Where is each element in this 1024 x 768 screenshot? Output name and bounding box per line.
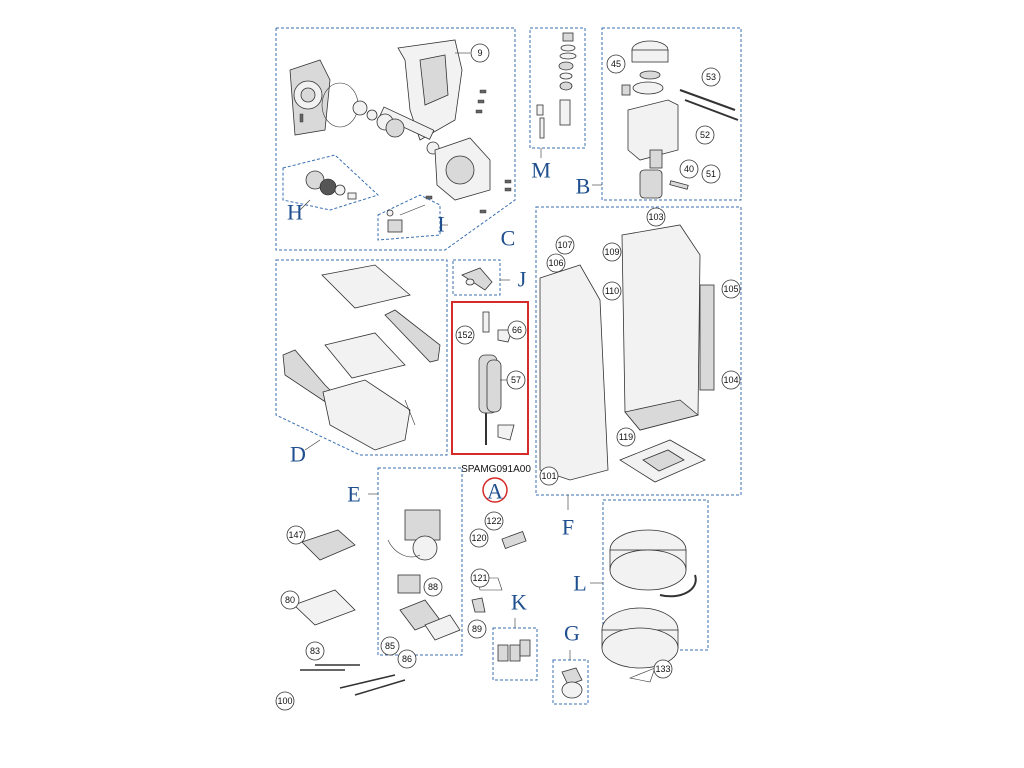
svg-text:104: 104 [723, 375, 738, 385]
svg-text:88: 88 [428, 582, 438, 592]
group-label-d: D [290, 442, 306, 467]
callout-101[interactable]: 101 [539, 466, 559, 486]
callout-103[interactable]: 103 [646, 207, 666, 227]
group-label-g: G [564, 621, 580, 646]
callout-52[interactable]: 52 [695, 125, 715, 145]
callout-100[interactable]: 100 [275, 691, 295, 711]
group-a-selected[interactable]: SPAMG091A00 A [451, 301, 531, 504]
svg-text:66: 66 [512, 325, 522, 335]
svg-text:107: 107 [557, 240, 572, 250]
svg-text:101: 101 [541, 471, 556, 481]
svg-text:80: 80 [285, 595, 295, 605]
callout-86[interactable]: 86 [397, 649, 417, 669]
svg-text:40: 40 [684, 164, 694, 174]
screws-c [299, 89, 512, 214]
group-label-l: L [573, 571, 586, 596]
group-label-k: K [511, 590, 527, 615]
callout-110[interactable]: 110 [602, 281, 622, 301]
callouts: 9 45 53 52 40 51 103 107 109 106 110 105… [275, 43, 741, 711]
group-label-i: I [437, 212, 444, 237]
group-f[interactable]: F [535, 206, 742, 540]
callout-80[interactable]: 80 [280, 590, 300, 610]
callout-40[interactable]: 40 [679, 159, 699, 179]
svg-text:133: 133 [655, 664, 670, 674]
callout-133[interactable]: 133 [653, 659, 673, 679]
callout-106[interactable]: 106 [546, 253, 566, 273]
svg-text:100: 100 [277, 696, 292, 706]
callout-51[interactable]: 51 [701, 164, 721, 184]
svg-text:119: 119 [619, 432, 633, 442]
callout-85[interactable]: 85 [380, 636, 400, 656]
group-label-a: A [487, 479, 503, 504]
group-e[interactable]: E [347, 467, 463, 656]
svg-text:52: 52 [700, 130, 710, 140]
group-label-m: M [531, 158, 551, 183]
svg-text:53: 53 [706, 72, 716, 82]
svg-text:89: 89 [472, 624, 482, 634]
callout-66[interactable]: 66 [507, 320, 527, 340]
svg-text:106: 106 [548, 258, 563, 268]
svg-text:57: 57 [511, 375, 521, 385]
group-g[interactable]: G [552, 621, 589, 705]
group-label-j: J [518, 267, 527, 292]
callout-57[interactable]: 57 [500, 370, 526, 390]
svg-text:109: 109 [604, 247, 619, 257]
callout-122[interactable]: 122 [484, 511, 504, 531]
callout-104[interactable]: 104 [721, 370, 741, 390]
group-label-e: E [347, 482, 360, 507]
svg-text:105: 105 [723, 284, 738, 294]
group-k[interactable]: K [492, 590, 538, 681]
group-label-c: C [501, 226, 516, 251]
group-label-h: H [287, 200, 303, 225]
callout-107[interactable]: 107 [555, 235, 575, 255]
group-h[interactable]: H [282, 154, 379, 225]
callout-147[interactable]: 147 [286, 525, 306, 545]
callout-45[interactable]: 45 [606, 54, 626, 74]
svg-text:121: 121 [472, 573, 487, 583]
group-j[interactable]: J [452, 259, 527, 296]
group-code: SPAMG091A00 [461, 464, 531, 475]
group-label-f: F [562, 515, 574, 540]
svg-text:147: 147 [288, 530, 303, 540]
callout-88[interactable]: 88 [423, 577, 443, 597]
callout-152[interactable]: 152 [455, 325, 475, 345]
svg-text:83: 83 [310, 646, 320, 656]
loose-parts-left [293, 529, 406, 696]
svg-text:51: 51 [706, 169, 716, 179]
group-l[interactable]: L [573, 499, 709, 683]
callout-121[interactable]: 121 [470, 568, 490, 588]
group-c[interactable]: C [275, 27, 516, 251]
group-label-b: B [576, 174, 591, 199]
group-i[interactable]: I [377, 194, 448, 241]
svg-text:45: 45 [611, 59, 621, 69]
svg-text:86: 86 [402, 654, 412, 664]
svg-text:110: 110 [605, 286, 619, 296]
selection-frame [451, 301, 529, 455]
callout-89[interactable]: 89 [467, 619, 487, 639]
callout-120[interactable]: 120 [469, 528, 489, 548]
callout-83[interactable]: 83 [305, 641, 325, 661]
svg-text:9: 9 [477, 48, 482, 58]
callout-119[interactable]: 119 [616, 427, 636, 447]
group-b[interactable]: B [576, 27, 742, 201]
group-d[interactable]: D [275, 259, 448, 467]
callout-9[interactable]: 9 [455, 43, 490, 63]
svg-text:120: 120 [471, 533, 486, 543]
callout-53[interactable]: 53 [701, 67, 721, 87]
svg-text:152: 152 [457, 330, 472, 340]
group-m[interactable]: M [529, 27, 586, 183]
loose-parts-center [471, 531, 527, 613]
callout-109[interactable]: 109 [602, 242, 622, 262]
svg-text:103: 103 [648, 212, 663, 222]
svg-text:85: 85 [385, 641, 395, 651]
callout-105[interactable]: 105 [721, 279, 741, 299]
svg-text:122: 122 [486, 516, 501, 526]
group-a-circle [482, 477, 508, 503]
